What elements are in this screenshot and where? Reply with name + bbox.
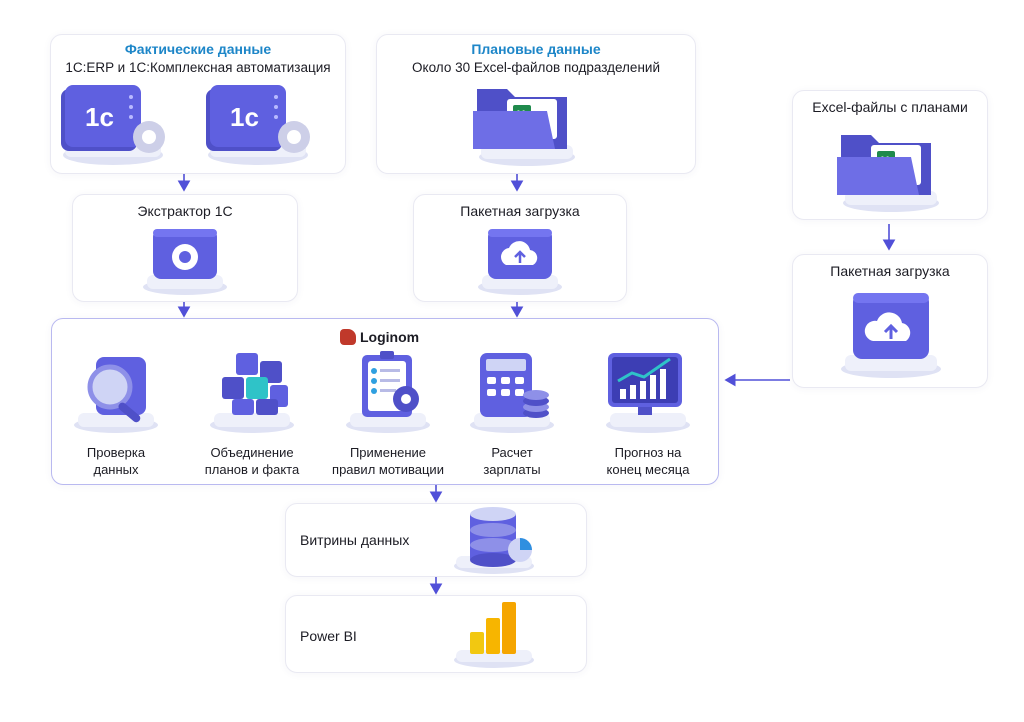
forecast-chart-icon (606, 353, 690, 433)
powerbi-box: Power BI (285, 595, 587, 673)
batch-load-box: Пакетная загрузка (413, 194, 627, 302)
planned-data-title: Плановые данные (471, 41, 601, 57)
excel-folder-icon: X (837, 135, 939, 212)
data-marts-box: Витрины данных (285, 503, 587, 577)
checklist-icon (346, 351, 430, 433)
actual-data-title: Фактические данные (124, 41, 272, 57)
cloud-upload-icon (841, 293, 941, 378)
loginom-logo-icon (340, 329, 356, 345)
excel-plans-title: Excel-файлы с планами (812, 99, 968, 115)
gear-icon (143, 229, 227, 295)
magnifier-icon (74, 357, 158, 433)
server-1c-icon: 1c (61, 85, 165, 165)
planned-data-subtitle: Около 30 Excel-файлов подразделений (412, 60, 660, 75)
step-label: Проверка данных (86, 445, 146, 477)
extractor-box: Экстрактор 1С (72, 194, 298, 302)
powerbi-title: Power BI (300, 628, 357, 644)
actual-data-subtitle: 1С:ERP и 1С:Комплексная автоматизация (65, 60, 331, 75)
loginom-brand-text: Loginom (360, 329, 420, 345)
step-label: Объединение планов и факта (204, 445, 300, 477)
extractor-title: Экстрактор 1С (137, 203, 233, 219)
svg-text:1c: 1c (85, 102, 114, 132)
step-label: Прогноз на конец месяца (606, 445, 690, 477)
batch-load-right-box: Пакетная загрузка (792, 254, 988, 388)
actual-data-box: Фактические данные 1С:ERP и 1С:Комплексн… (50, 34, 346, 174)
batch-load-title: Пакетная загрузка (460, 203, 580, 219)
step-label: Расчет зарплаты (483, 445, 541, 477)
data-marts-title: Витрины данных (300, 532, 410, 548)
database-icon (454, 507, 534, 574)
svg-text:1c: 1c (230, 102, 259, 132)
planned-data-box: Плановые данные Около 30 Excel-файлов по… (376, 34, 696, 174)
calculator-icon (470, 353, 554, 433)
loginom-brand: Loginom (340, 329, 419, 345)
excel-folder-icon: X (473, 89, 575, 166)
cloud-upload-icon (478, 229, 562, 295)
server-1c-icon: 1c (206, 85, 310, 165)
excel-plans-box: Excel-файлы с планами X (792, 90, 988, 220)
batch-load-right-title: Пакетная загрузка (830, 263, 950, 279)
step-label: Применение правил мотивации (332, 445, 444, 477)
powerbi-icon (454, 602, 534, 668)
cubes-icon (210, 353, 294, 433)
loginom-panel: Loginom Проверка данных Объединение план… (51, 318, 719, 485)
